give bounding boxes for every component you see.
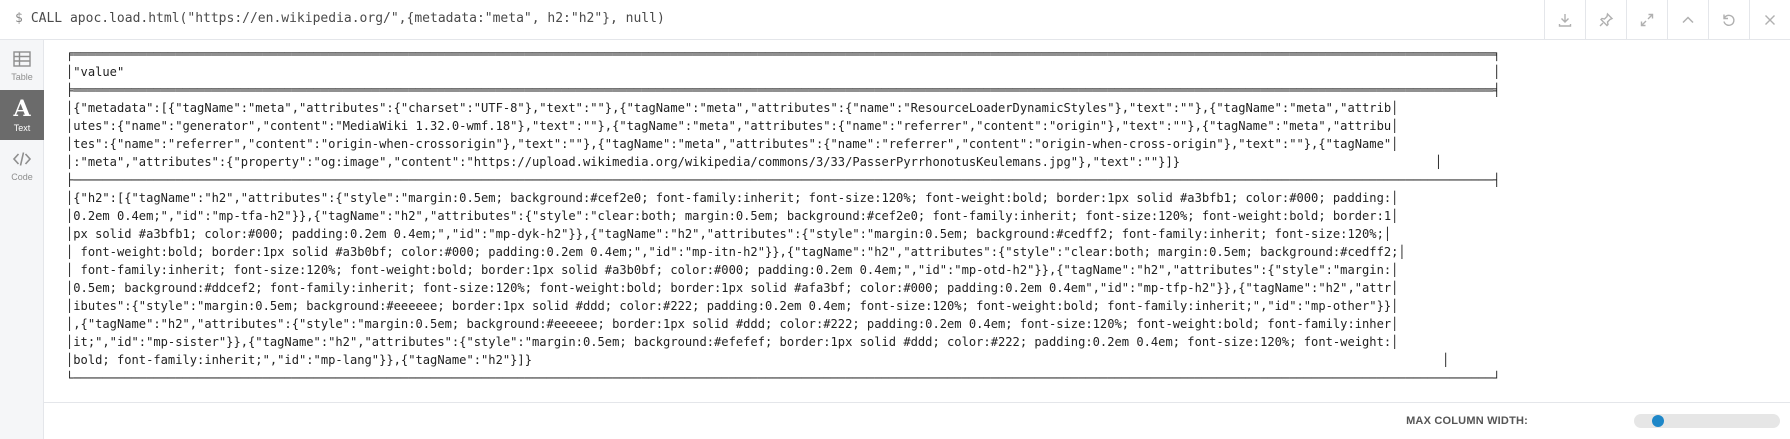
result-line: │:"meta","attributes":{"property":"og:im… [66,155,1443,169]
result-line: ╞═══════════════════════════════════════… [66,83,1501,97]
result-line: │ibutes":{"style":"margin:0.5em; backgro… [66,299,1399,313]
text-icon: A [13,95,31,122]
view-tab-text-label: Text [13,122,31,133]
result-line: │bold; font-family:inherit;","id":"mp-la… [66,353,1450,367]
view-tab-code-label: Code [11,171,33,182]
result-line: ├───────────────────────────────────────… [66,173,1501,187]
view-tab-code[interactable]: Code [0,140,44,190]
result-line: │ font-weight:bold; border:1px solid #a3… [66,245,1406,259]
collapse-button[interactable] [1667,0,1708,40]
table-icon [13,50,31,67]
pin-button[interactable] [1585,0,1626,40]
result-line: │tes":{"name":"referrer","content":"orig… [66,137,1399,151]
view-tab-text[interactable]: A Text [0,90,44,140]
result-line: │ font-family:inherit; font-size:120%; f… [66,263,1399,277]
frame-actions [1544,0,1790,40]
view-switcher: Table A Text Code [0,40,44,439]
result-panel: ╒═══════════════════════════════════════… [44,40,1790,402]
close-icon [1765,15,1775,25]
query-command[interactable]: $ CALL apoc.load.html("https://en.wikiped… [15,11,665,26]
view-tab-table-label: Table [11,71,33,82]
query-text: CALL apoc.load.html("https://en.wikipedi… [30,11,665,26]
result-line: │{"metadata":[{"tagName":"meta","attribu… [66,101,1399,115]
rerun-icon [1723,14,1735,26]
download-button[interactable] [1544,0,1585,40]
result-line: │utes":{"name":"generator","content":"Me… [66,119,1399,133]
view-tab-table[interactable]: Table [0,40,44,90]
slider-thumb[interactable] [1652,415,1665,427]
collapse-icon [1682,16,1694,24]
result-line: │px solid #a3bfb1; color:#000; padding:0… [66,227,1392,241]
query-bar: $ CALL apoc.load.html("https://en.wikiped… [0,0,1790,40]
max-column-width-label: MAX COLUMN WIDTH: [1406,415,1528,427]
close-button[interactable] [1749,0,1790,40]
result-line: │"value" │ [66,65,1501,79]
result-line: │{"h2":[{"tagName":"h2","attributes":{"s… [66,191,1399,205]
result-line: ╒═══════════════════════════════════════… [66,47,1501,61]
result-line: │0.5em; background:#ddcef2; font-family:… [66,281,1399,295]
result-line: │it;","id":"mp-sister"}},{"tagName":"h2"… [66,335,1399,349]
prompt-symbol: $ [15,11,23,26]
download-icon [1558,14,1572,27]
result-footer: MAX COLUMN WIDTH: [44,402,1790,439]
expand-icon [1640,13,1654,27]
max-column-width-slider[interactable] [1634,414,1780,428]
result-text: ╒═══════════════════════════════════════… [66,45,1500,387]
result-line: │,{"tagName":"h2","attributes":{"style":… [66,317,1399,331]
code-icon [12,151,32,166]
fullscreen-button[interactable] [1626,0,1667,40]
pin-icon [1599,12,1614,27]
result-line: │0.2em 0.4em;","id":"mp-tfa-h2"}},{"tagN… [66,209,1399,223]
rerun-button[interactable] [1708,0,1749,40]
result-line: └───────────────────────────────────────… [66,371,1501,385]
